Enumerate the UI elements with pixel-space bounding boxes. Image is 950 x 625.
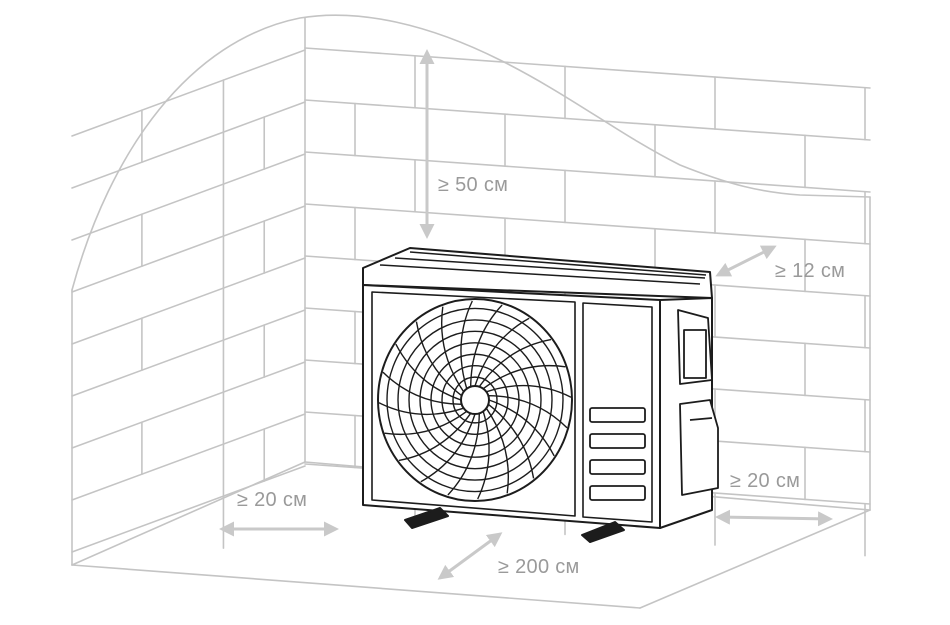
left-clearance-label: ≥ 20 см <box>237 489 308 511</box>
right-clearance-label: ≥ 20 см <box>730 470 801 492</box>
back-clearance-label: ≥ 12 см <box>775 260 846 282</box>
right-clearance-arrow <box>715 509 833 527</box>
front-clearance-label: ≥ 200 см <box>498 556 580 578</box>
front-clearance-arrow <box>437 532 503 580</box>
back-clearance-arrow <box>715 245 777 277</box>
fan-grille-icon <box>377 298 573 502</box>
outdoor-ac-unit-icon <box>362 247 719 543</box>
top-clearance-label: ≥ 50 см <box>438 174 509 196</box>
